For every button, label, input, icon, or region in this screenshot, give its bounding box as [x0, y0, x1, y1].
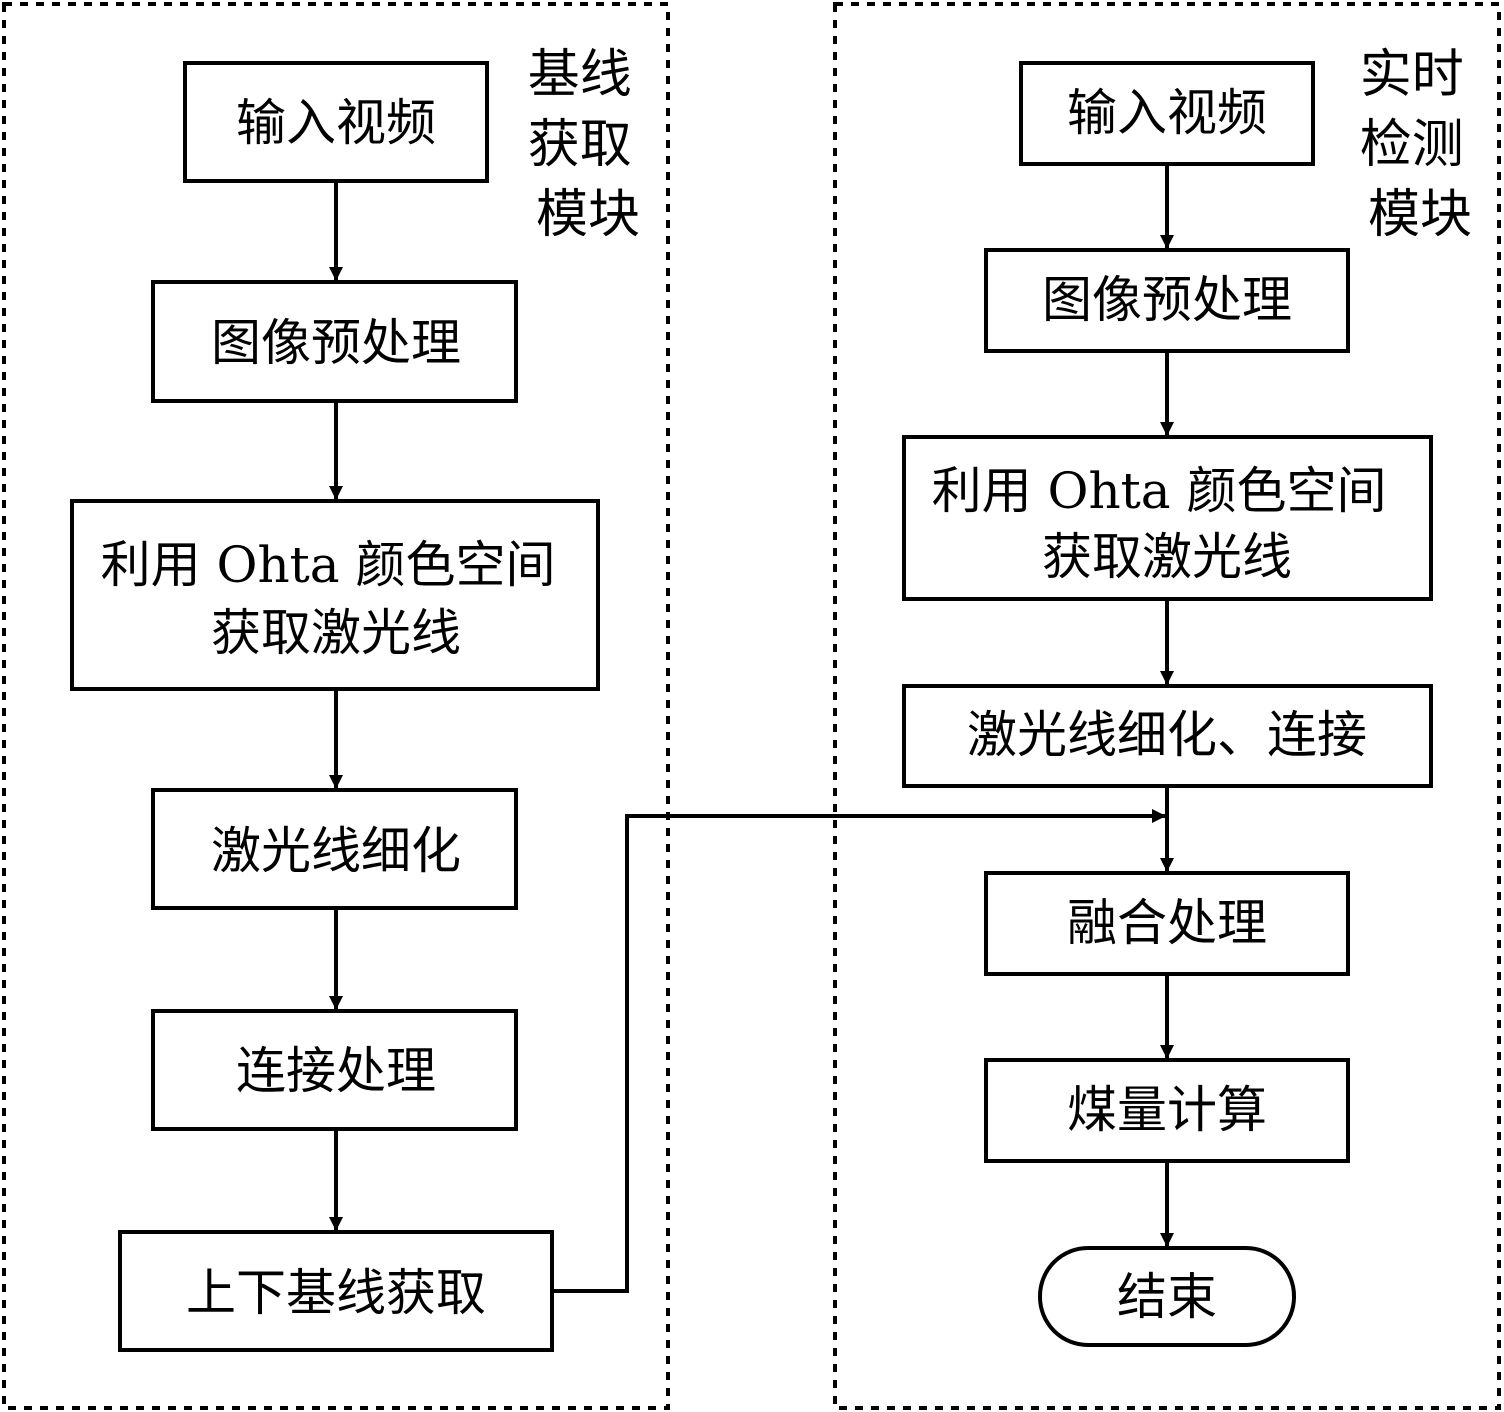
step-label-line: 图像预处理 [211, 314, 461, 372]
realtime-module-label: 实时 检测 模块 [1360, 45, 1481, 245]
step-box-image-preprocessing [984, 248, 1350, 353]
baseline-module-label-line: 基线 [528, 45, 632, 105]
step-label-line: 图像预处理 [1042, 271, 1292, 329]
step-label-baseline-acquisition: 上下基线获取 [186, 1264, 486, 1322]
step-label-line: 上下基线获取 [186, 1264, 486, 1322]
step-label-ohta-laser-extraction: 利用 Ohta 颜色空间 获取激光线 [932, 462, 1403, 586]
step-box-input-video [183, 61, 489, 183]
step-label-line: 连接处理 [236, 1042, 436, 1100]
baseline-module-label-line: 模块 [536, 185, 640, 245]
step-label-connection: 连接处理 [236, 1042, 436, 1100]
step-box-input-video [1019, 61, 1315, 166]
end-terminator [1038, 1246, 1296, 1347]
step-label-input-video: 输入视频 [1067, 84, 1267, 142]
baseline-module-container [2, 2, 670, 1410]
step-label-coal-calculation: 煤量计算 [1067, 1081, 1267, 1139]
step-label-line: 获取激光线 [1042, 528, 1292, 586]
realtime-module-label-line: 模块 [1368, 185, 1472, 245]
step-label-image-preprocessing: 图像预处理 [211, 314, 461, 372]
step-label-fusion: 融合处理 [1067, 894, 1267, 952]
step-box-ohta-laser-extraction [70, 499, 600, 691]
step-label-line: 结束 [1117, 1268, 1217, 1326]
step-label-line: 煤量计算 [1067, 1081, 1267, 1139]
step-box-ohta-laser-extraction [902, 435, 1433, 601]
baseline-to-fusion-connector [554, 809, 1166, 1293]
step-label-laser-thinning: 激光线细化 [211, 822, 461, 880]
step-label-laser-thinning-connection: 激光线细化、连接 [967, 706, 1367, 764]
step-label-line: 融合处理 [1067, 894, 1267, 952]
step-box-coal-calculation [984, 1058, 1350, 1163]
end-terminator-label: 结束 [1117, 1268, 1217, 1326]
baseline-module-label: 基线 获取 模块 [528, 45, 649, 245]
step-label-input-video: 输入视频 [236, 94, 436, 152]
step-box-connection [151, 1009, 518, 1131]
step-box-baseline-acquisition [118, 1230, 554, 1352]
baseline-module-label-line: 获取 [528, 115, 632, 175]
step-label-ohta-laser-extraction: 利用 Ohta 颜色空间 获取激光线 [101, 536, 572, 662]
step-box-laser-thinning-connection [902, 684, 1433, 788]
step-label-line: 输入视频 [1067, 84, 1267, 142]
step-label-line: 激光线细化 [211, 822, 461, 880]
step-label-line: 激光线细化、连接 [967, 706, 1367, 764]
step-label-image-preprocessing: 图像预处理 [1042, 271, 1292, 329]
step-box-fusion [984, 871, 1350, 976]
realtime-module-label-line: 实时 [1360, 45, 1464, 105]
realtime-module-container [833, 2, 1501, 1410]
step-box-laser-thinning [151, 788, 518, 910]
step-label-line: 利用 Ohta 颜色空间 [101, 536, 556, 594]
step-label-line: 输入视频 [236, 94, 436, 152]
step-label-line: 利用 Ohta 颜色空间 [932, 462, 1387, 520]
step-box-image-preprocessing [151, 280, 518, 403]
step-label-line: 获取激光线 [211, 604, 461, 662]
realtime-module-label-line: 检测 [1360, 115, 1464, 175]
